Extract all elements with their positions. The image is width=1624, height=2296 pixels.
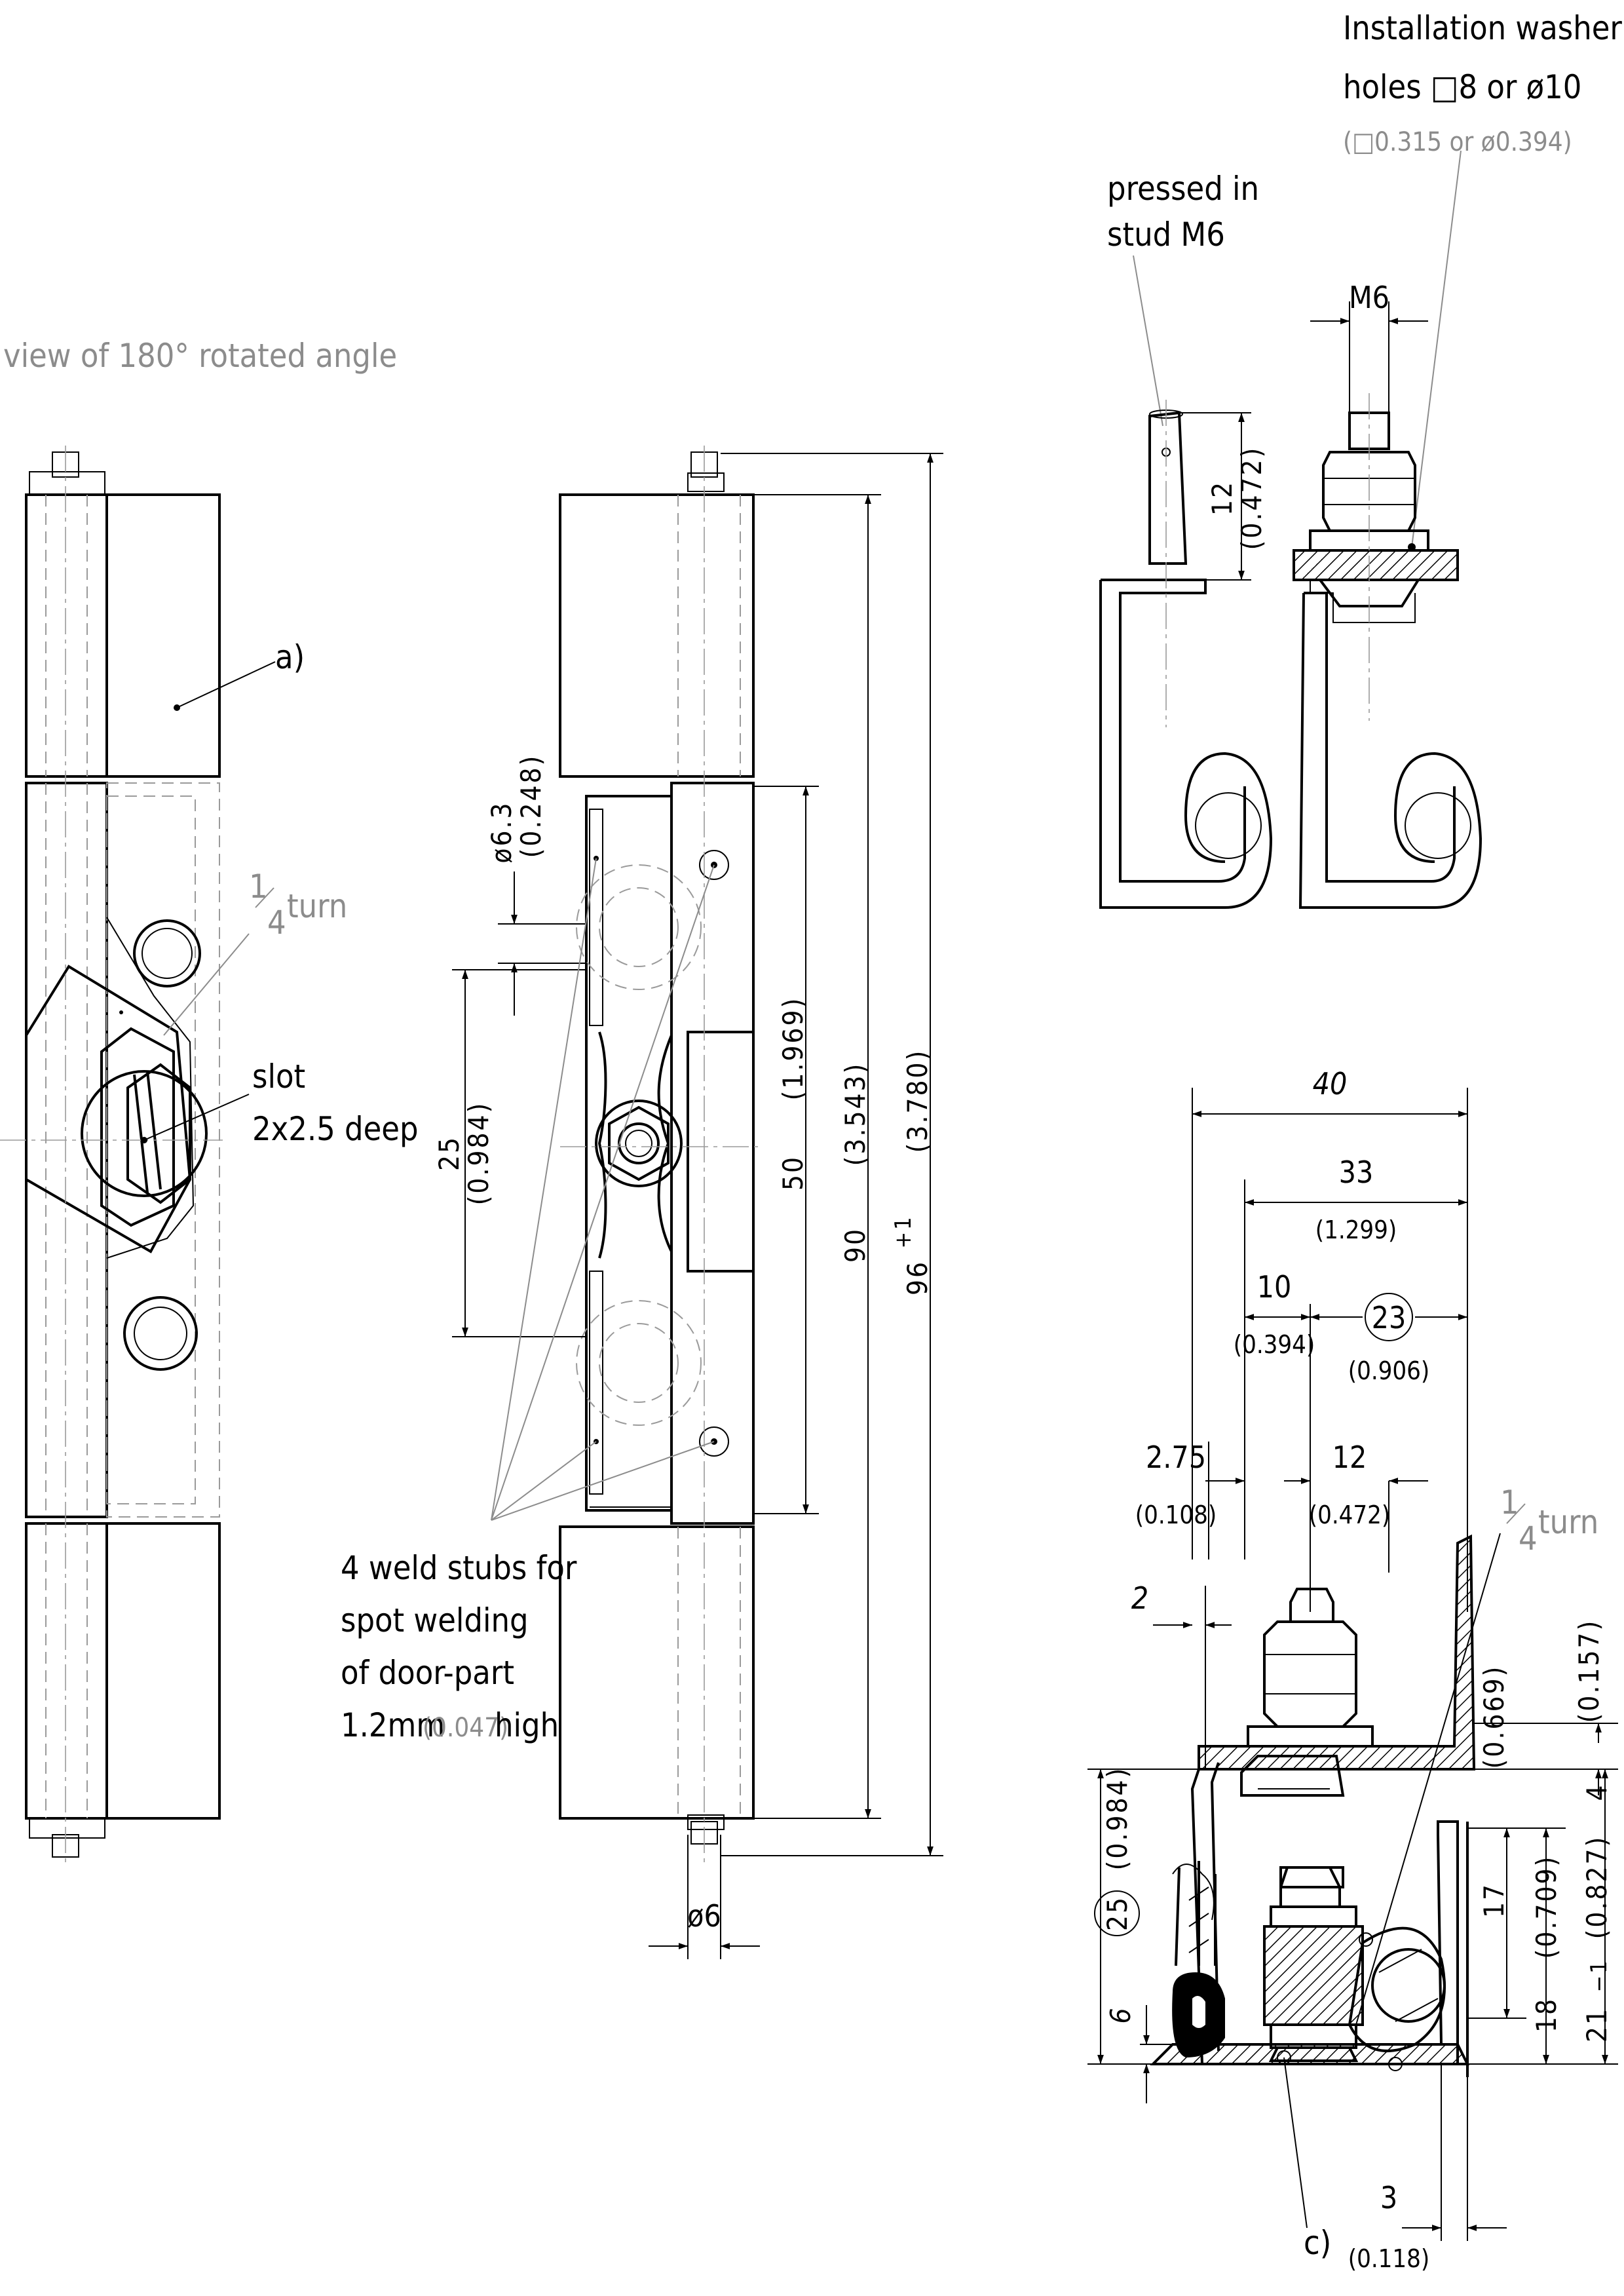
quarter-turn-text-2: turn: [1538, 1503, 1598, 1541]
callout-c: c): [1304, 2224, 1331, 2262]
dim-d90-in: (3.543): [839, 1062, 871, 1166]
quarter-turn-num-1: 1: [249, 868, 268, 906]
weld-label-line3: of door-part: [341, 1654, 514, 1692]
stud-detail-view: Installation washer for holes □8 or ø10 …: [1099, 9, 1624, 909]
dim-d827-in: (0.827): [1581, 1835, 1613, 1940]
dim-d21: 21: [1581, 2007, 1613, 2042]
dim-d12: 12: [1206, 480, 1238, 516]
dim-d18: 18: [1530, 1997, 1562, 2033]
dim-d3: 3: [1380, 2180, 1397, 2215]
weld-label-line2: spot welding: [341, 1601, 529, 1639]
dim-d3-in: (0.118): [1348, 2244, 1430, 2273]
dim-d21-tol: −1: [1586, 1959, 1612, 1992]
dim-d669-in: (0.669): [1478, 1665, 1510, 1769]
dim-d10-in: (0.394): [1234, 1330, 1315, 1359]
pressed-label-line2: stud M6: [1107, 216, 1225, 254]
dim-d63-in: (0.248): [515, 754, 547, 858]
callout-a: a): [275, 638, 305, 676]
dim-d25-in: (0.984): [463, 1101, 495, 1206]
dim-d33-in: (1.299): [1315, 1215, 1397, 1244]
washer-label-line1: Installation washer for: [1343, 9, 1624, 47]
slot-label-line1: slot: [252, 1058, 305, 1096]
dim-d12-in: (0.472): [1236, 446, 1268, 550]
dim-d23: 23: [1372, 1300, 1407, 1335]
weld-label-line1: 4 weld stubs for: [341, 1549, 577, 1587]
washer-label-line2: holes □8 or ø10: [1343, 68, 1581, 106]
dim-d23-in: (0.906): [1348, 1356, 1430, 1385]
quarter-turn-text-1: turn: [287, 887, 347, 925]
dim-d40: 40: [1313, 1066, 1348, 1101]
dim-d4: 4: [1581, 1783, 1613, 1801]
dim-d275-in: (0.108): [1135, 1501, 1217, 1529]
dim-d6b: 6: [1105, 2006, 1137, 2023]
weld-label-line4a: 1.2mm: [341, 1706, 445, 1744]
dim-d275: 2.75: [1146, 1440, 1206, 1475]
dim-d157-in: (0.157): [1573, 1619, 1605, 1723]
dim-m6: M6: [1349, 280, 1389, 315]
dim-d984b-in: (0.984): [1101, 1767, 1133, 1871]
front-view: ø6.3 (0.248) 25 (0.984) 50 (1.969) 90 (3…: [341, 446, 943, 1959]
dim-d50: 50: [777, 1155, 809, 1191]
dim-d709-in: (0.709): [1530, 1855, 1562, 1959]
rotated-view-label: view of 180° rotated angle: [3, 337, 397, 375]
dim-d25b: 25: [1101, 1896, 1133, 1931]
dim-d63: ø6.3: [485, 801, 518, 863]
dim-d12b-in: (0.472): [1309, 1501, 1391, 1529]
dim-d2: 2: [1131, 1580, 1148, 1616]
quarter-turn-den-2: 4: [1519, 1520, 1538, 1558]
dim-d10: 10: [1257, 1269, 1292, 1305]
dim-d96-in: (3.780): [901, 1049, 934, 1153]
rotated-view: view of 180° rotated angle: [0, 337, 419, 1864]
section-view: 40 33 (1.299) 10 (0.394) 23 (0.906) 2.75…: [1087, 1066, 1618, 2273]
washer-label-line3: (□0.315 or ø0.394): [1343, 127, 1572, 157]
dim-d33: 33: [1339, 1155, 1374, 1190]
dim-d96-tol: +1: [890, 1215, 916, 1248]
pressed-label-line1: pressed in: [1107, 170, 1259, 208]
dim-d96: 96: [901, 1260, 934, 1295]
dim-d17: 17: [1478, 1883, 1510, 1918]
dim-d25: 25: [433, 1136, 465, 1171]
quarter-turn-den-1: 4: [267, 904, 286, 942]
weld-label-line4c: high: [495, 1706, 559, 1744]
dim-d6: ø6: [687, 1898, 721, 1934]
slot-label-line2: 2x2.5 deep: [252, 1110, 419, 1148]
dim-d12b: 12: [1332, 1440, 1367, 1475]
quarter-turn-num-2: 1: [1500, 1483, 1519, 1521]
dim-d50-in: (1.969): [777, 997, 809, 1101]
weld-label-line4b: (0.047): [423, 1713, 508, 1743]
dim-d90: 90: [839, 1227, 871, 1263]
